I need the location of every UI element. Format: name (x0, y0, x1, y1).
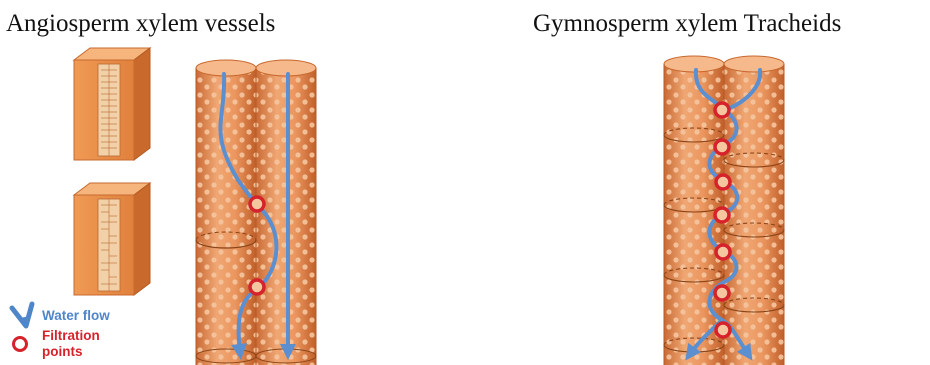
legend: Water flow Filtration points (12, 304, 110, 359)
water-flow-label: Water flow (42, 308, 110, 323)
vessel-element-box-top (74, 48, 150, 160)
filtration-legend-icon (14, 338, 27, 351)
water-flow-legend-icon (12, 304, 32, 326)
filtration-label-line1: Filtration (42, 328, 100, 343)
filtration-label-line2: points (42, 344, 83, 359)
vessel-element-box-bottom (74, 183, 150, 295)
